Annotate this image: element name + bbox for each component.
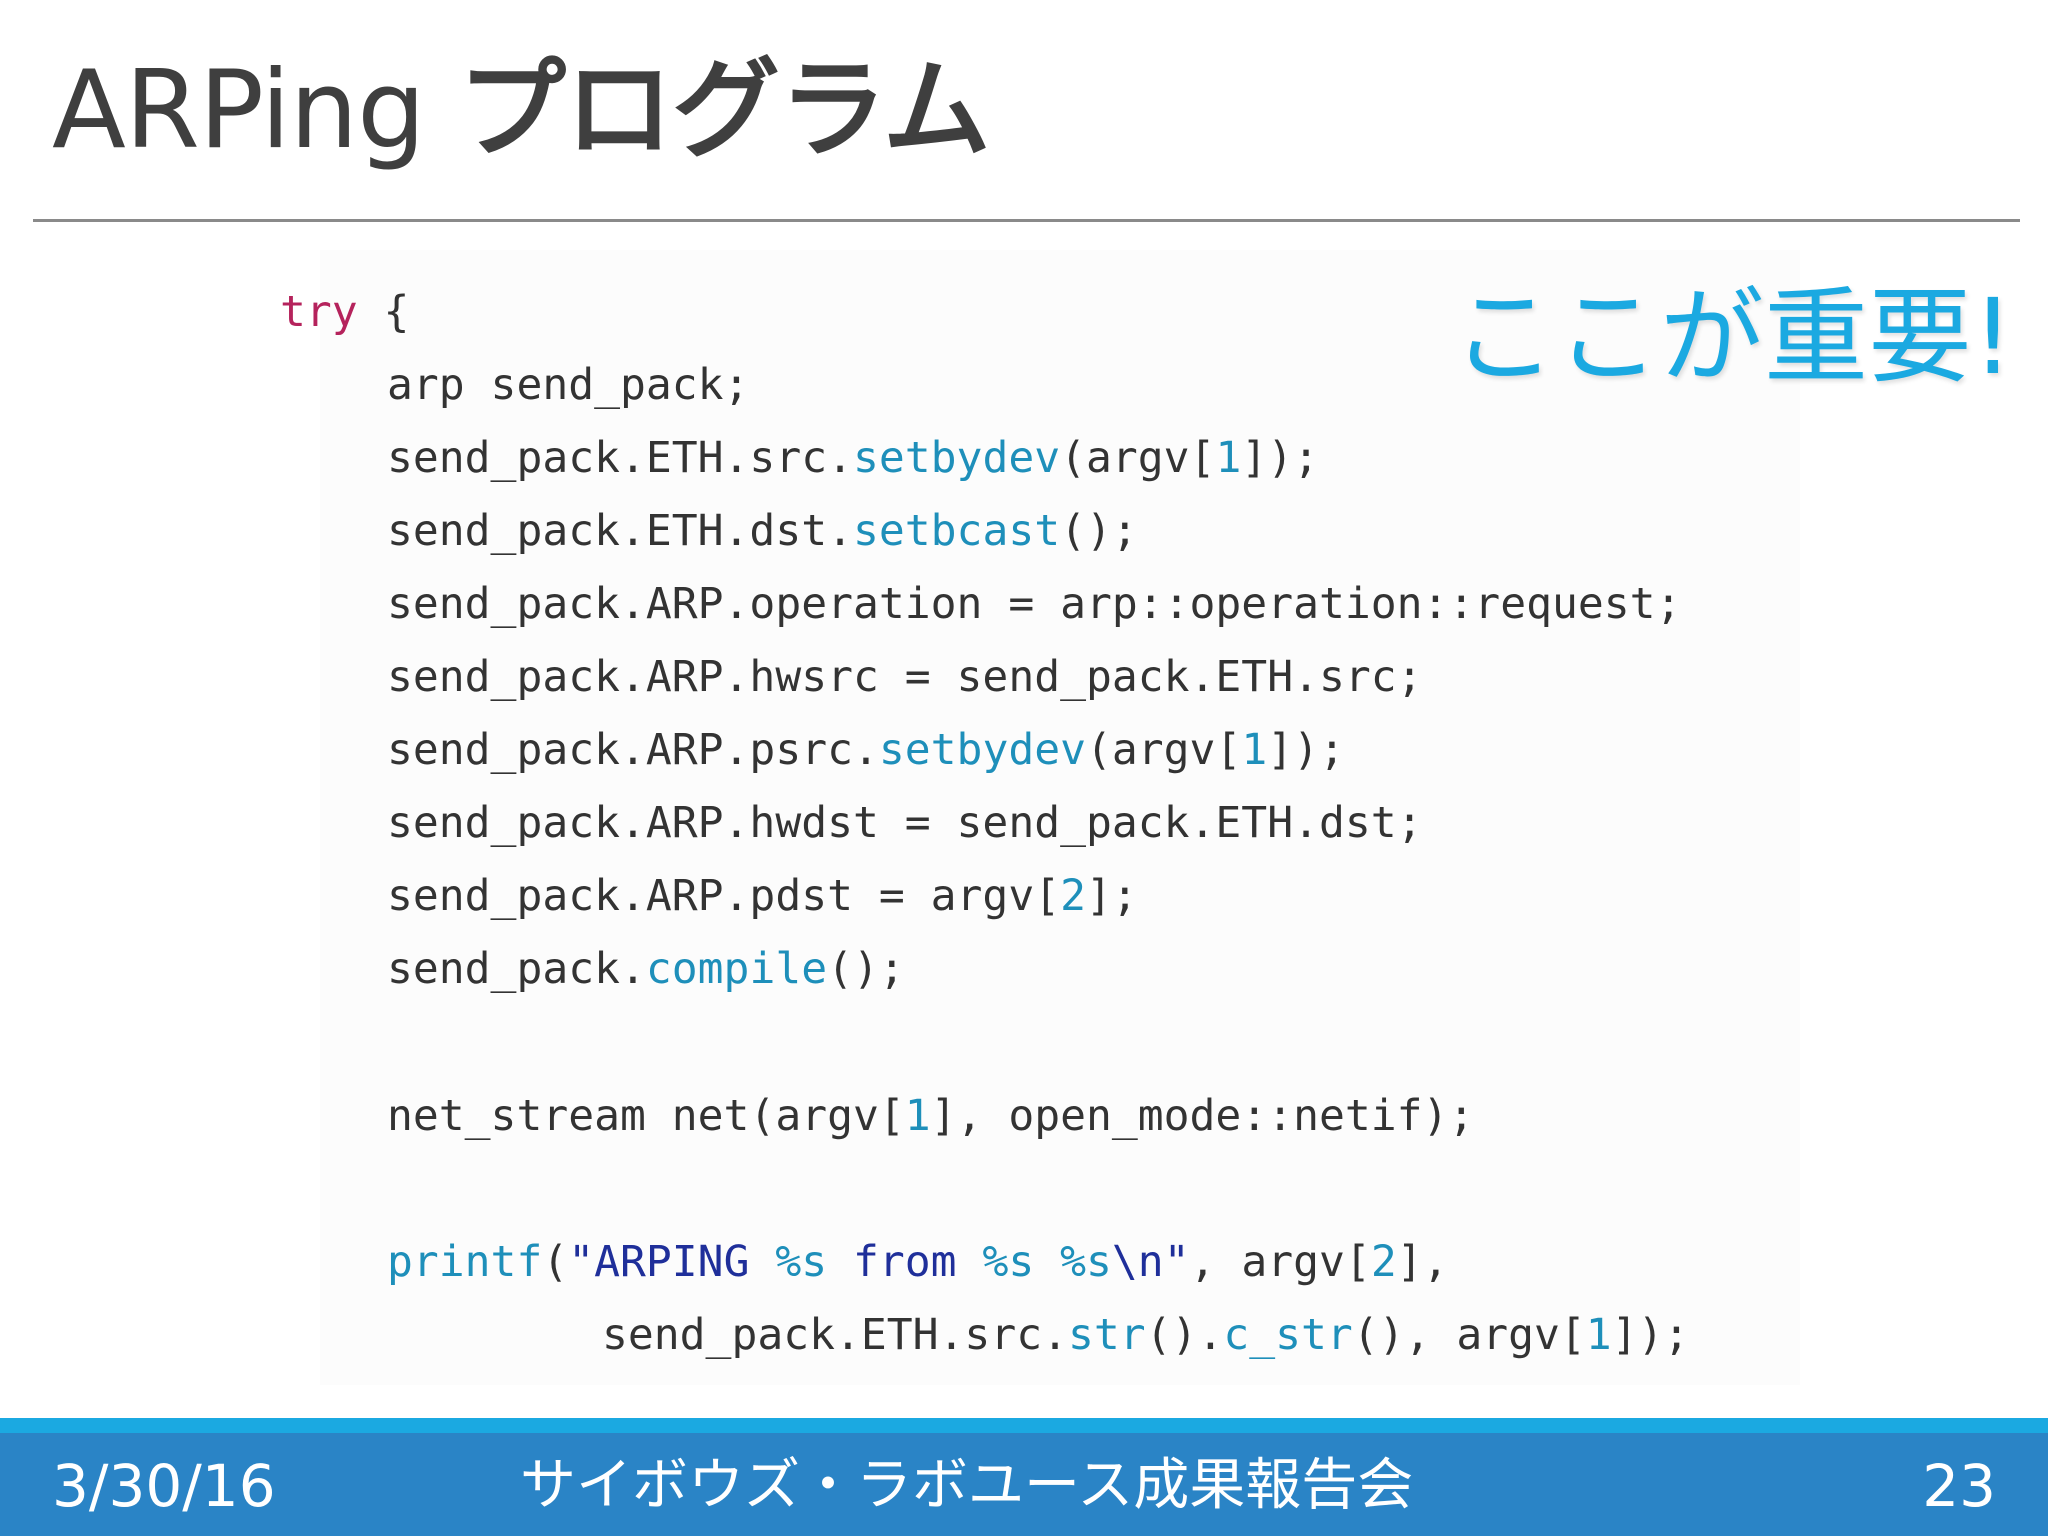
code-token-text: send_pack.ARP.operation = arp::operation… [387,579,1682,629]
code-token-num: 1 [904,1091,931,1141]
code-token-text: send_pack.ARP.hwsrc = send_pack.ETH.src; [387,652,1423,702]
callout-important: ここが重要! [1452,276,2014,398]
code-line: send_pack.ETH.src.setbydev(argv[1]); [387,428,1319,488]
title-latin: ARPing [52,48,426,173]
code-token-text: ]); [1241,433,1320,483]
code-token-num: 2 [1370,1237,1397,1287]
code-token-text: send_pack.ARP.hwdst = send_pack.ETH.dst; [387,798,1423,848]
code-line: printf("ARPING %s from %s %s\n", argv[2]… [387,1232,1448,1292]
footer-event-title: サイボウズ・ラボユース成果報告会 [520,1453,1414,1518]
code-token-text: send_pack.ETH.dst. [387,506,853,556]
code-token-text: net_stream net(argv[ [387,1091,905,1141]
code-token-text: arp send_pack; [387,360,750,410]
code-token-text: ], [1396,1237,1449,1287]
code-token-keyword: try [280,287,358,337]
code-token-num: 1 [1215,433,1242,483]
code-token-text: (argv[ [1086,725,1242,775]
code-token-text: ], open_mode::netif); [930,1091,1475,1141]
code-line: send_pack.ETH.src.str().c_str(), argv[1]… [602,1305,1689,1365]
code-line: send_pack.ARP.operation = arp::operation… [387,574,1681,634]
code-token-text: { [357,287,410,337]
code-block: try { arp send_pack; send_pack.ETH.src.s… [280,282,1689,1365]
code-token-num: 1 [1241,725,1268,775]
footer-accent-strip [0,1418,2048,1433]
code-token-text: ]); [1267,725,1345,775]
footer-page-number: 23 [1922,1452,1996,1520]
code-token-text: (argv[ [1060,433,1216,483]
code-token-fmt: %s [1060,1237,1112,1287]
code-token-text: (); [827,944,905,994]
code-line: send_pack.ARP.psrc.setbydev(argv[1]); [387,720,1345,780]
code-token-text: (), argv[ [1352,1310,1586,1360]
code-token-text: send_pack.ETH.src. [602,1310,1068,1360]
code-token-str [1034,1237,1060,1287]
code-token-num: 2 [1060,871,1086,921]
footer-bar: 3/30/16 サイボウズ・ラボユース成果報告会 23 [0,1433,2048,1536]
code-token-text: ( [542,1237,569,1287]
code-token-func: c_str [1223,1310,1353,1360]
code-token-fmt: %s [775,1237,828,1287]
code-token-text: (); [1060,506,1138,556]
code-token-num: 1 [1585,1310,1612,1360]
code-line: send_pack.ARP.hwsrc = send_pack.ETH.src; [387,647,1423,707]
code-line: send_pack.ARP.hwdst = send_pack.ETH.dst; [387,793,1423,853]
code-token-func: setbcast [853,506,1061,556]
code-token-func: printf [387,1237,543,1287]
code-token-text: send_pack.ETH.src. [387,433,853,483]
code-token-str: \n" [1111,1237,1190,1287]
code-token-text: ]); [1611,1310,1690,1360]
code-token-func: setbydev [853,433,1061,483]
footer-date: 3/30/16 [52,1452,276,1520]
code-token-str: "ARPING [568,1237,776,1287]
code-token-fmt: %s [982,1237,1035,1287]
title-divider [33,219,2020,222]
code-token-text: send_pack.ARP.pdst = argv[ [387,871,1061,921]
code-line: send_pack.ETH.dst.setbcast(); [387,501,1138,561]
title-japanese: プログラム [458,48,991,173]
code-line: net_stream net(argv[1], open_mode::netif… [387,1086,1474,1146]
code-screenshot-background [320,250,1800,1385]
code-line: try { [280,282,409,342]
code-token-text: send_pack. [387,944,646,994]
code-token-func: compile [645,944,828,994]
code-token-text: send_pack.ARP.psrc. [387,725,879,775]
code-line: send_pack.compile(); [387,939,905,999]
code-token-func: str [1068,1310,1146,1360]
code-token-text: , argv[ [1189,1237,1371,1287]
code-line: send_pack.ARP.pdst = argv[2]; [387,866,1138,926]
slide-title: ARPing プログラム [52,51,991,171]
code-token-text: (). [1145,1310,1224,1360]
code-token-func: setbydev [878,725,1086,775]
code-line: arp send_pack; [387,355,749,415]
code-token-str: from [827,1237,983,1287]
code-token-text: ]; [1085,871,1138,921]
